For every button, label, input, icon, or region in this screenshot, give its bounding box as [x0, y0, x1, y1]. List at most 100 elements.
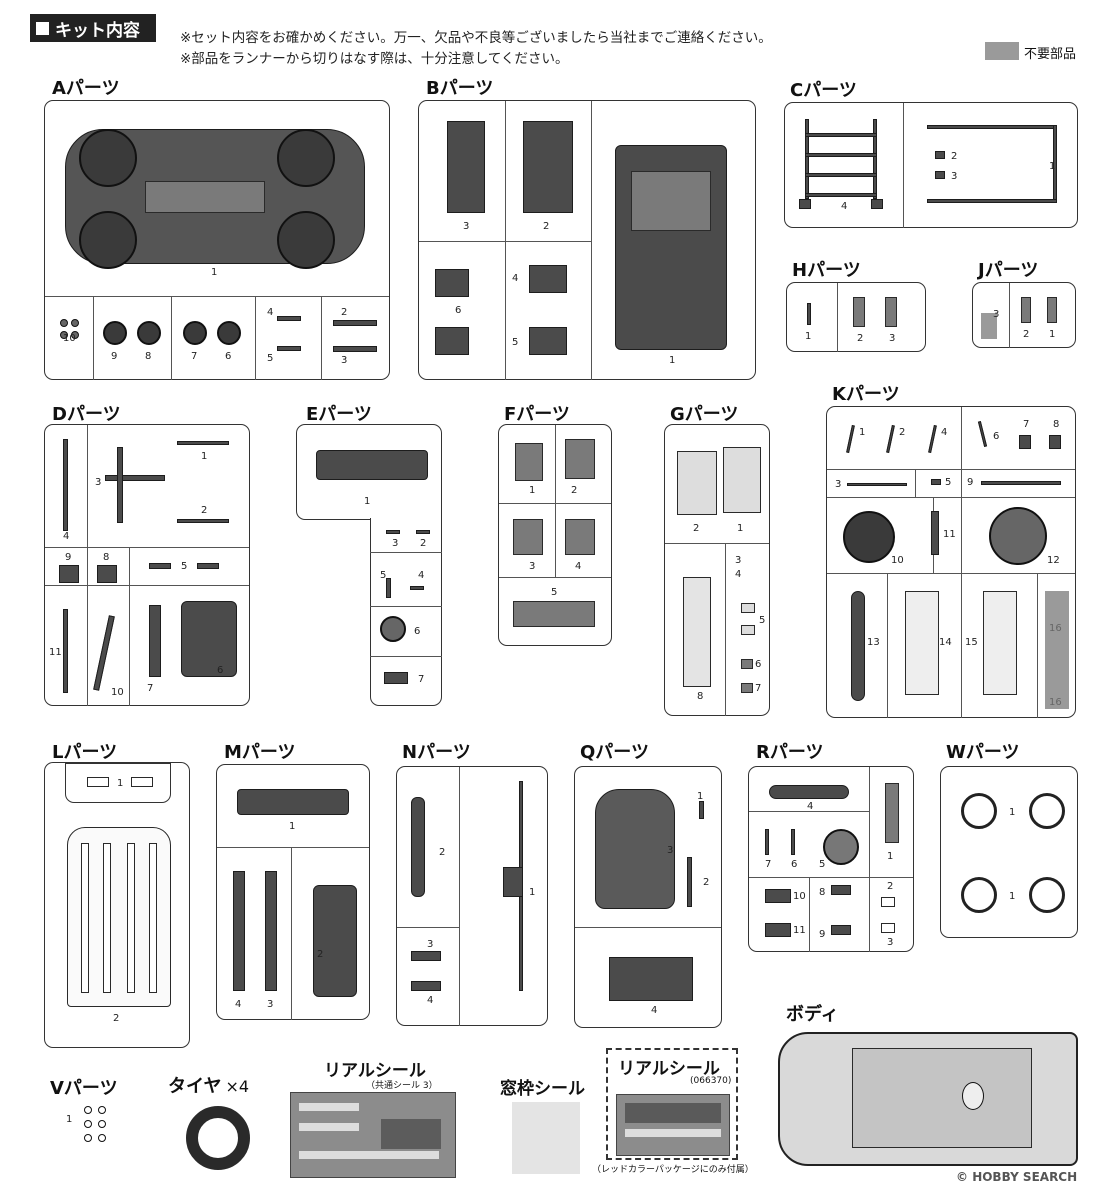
runner-f: 1 2 3 4 5 [498, 424, 612, 646]
r-part-10 [765, 889, 791, 903]
kit-contents-title: キット内容 [30, 14, 156, 42]
b-part-6a [435, 269, 469, 297]
q-num-2: 2 [703, 877, 710, 888]
d-frame-7 [149, 605, 161, 677]
unused-parts-legend: 不要部品 [1024, 47, 1077, 62]
g-num-6: 6 [755, 659, 762, 670]
body-label: ボディ [786, 1004, 839, 1025]
runner-a: 1 10 9 8 7 6 4 5 2 3 [44, 100, 390, 380]
k-num-16a: 16 [1049, 623, 1062, 634]
r-num-3: 3 [887, 937, 894, 948]
d-num-11: 11 [49, 647, 62, 658]
runner-d: 4 3 1 2 9 8 5 11 10 7 6 [44, 424, 250, 706]
r-part-3 [881, 923, 895, 933]
c-num-2: 2 [951, 151, 958, 162]
sticker-red-note: （レッドカラーパッケージにのみ付属） [592, 1165, 754, 1175]
g-num-3: 3 [735, 555, 742, 566]
b-num-4: 4 [512, 273, 519, 284]
a-shock-2 [333, 320, 377, 326]
j-num-3: 3 [993, 309, 1000, 320]
r-grille-4 [769, 785, 849, 799]
m-trim-3 [265, 871, 277, 991]
v-num-1: 1 [66, 1114, 73, 1125]
k-spare-cover-10 [843, 511, 895, 563]
q-hood-3 [595, 789, 675, 909]
k-wiper-6 [977, 421, 988, 447]
n-num-2: 2 [439, 847, 446, 858]
r-num-2: 2 [887, 881, 894, 892]
tire-label-text: タイヤ [168, 1076, 222, 1097]
e-num-1: 1 [364, 496, 371, 507]
a-num-5: 5 [267, 353, 274, 364]
g-num-4: 4 [735, 569, 742, 580]
k-strip-9 [981, 481, 1061, 485]
k-unused-16 [1045, 591, 1069, 709]
sticker-red-code: (066370) [690, 1076, 732, 1086]
runner-k-label: Kパーツ [832, 384, 900, 405]
q-num-4: 4 [651, 1005, 658, 1016]
k-bumper-13 [851, 591, 865, 701]
runner-e-label: Eパーツ [306, 404, 372, 425]
runner-j-label: Jパーツ [978, 260, 1039, 281]
runner-w: 1 1 [940, 766, 1078, 938]
n-num-4: 4 [427, 995, 434, 1006]
b-num-6: 6 [455, 305, 462, 316]
f-panel-1 [515, 443, 543, 481]
d-gearbox-6 [181, 601, 237, 677]
k-num-9: 9 [967, 477, 974, 488]
runner-g-label: Gパーツ [670, 404, 739, 425]
e-num-6: 6 [414, 626, 421, 637]
n-num-3: 3 [427, 939, 434, 950]
e-part-7 [384, 672, 408, 684]
d-rod-1 [177, 441, 229, 445]
f-panel-3 [513, 519, 543, 555]
d-spring-5b [197, 563, 219, 569]
runner-r: 4 7 6 5 1 10 8 2 11 9 3 [748, 766, 914, 952]
k-num-13: 13 [867, 637, 880, 648]
runner-n-label: Nパーツ [402, 742, 471, 763]
r-part-11 [765, 923, 791, 937]
window-sticker-sheet [512, 1102, 580, 1174]
a-num-2: 2 [341, 307, 348, 318]
f-num-3: 3 [529, 561, 536, 572]
m-num-4: 4 [235, 999, 242, 1010]
a-num-1: 1 [211, 267, 218, 278]
d-link-10 [93, 615, 115, 691]
k-num-7: 7 [1023, 419, 1030, 430]
f-num-2: 2 [571, 485, 578, 496]
runner-h: 1 2 3 [786, 282, 926, 352]
e-num-7: 7 [418, 674, 425, 685]
k-part-11 [931, 511, 939, 555]
g-lens-5b [741, 625, 755, 635]
j-part-2 [1021, 297, 1031, 323]
m-bumper-2 [313, 885, 357, 997]
d-num-3: 3 [95, 477, 102, 488]
r-num-10: 10 [793, 891, 806, 902]
g-window-2 [677, 451, 717, 515]
k-num-3: 3 [835, 479, 842, 490]
sticker-red-label: リアルシール [618, 1059, 720, 1079]
l-inner-tab [65, 763, 171, 803]
w-wheel-1b [1029, 793, 1065, 829]
b-num-2: 2 [543, 221, 550, 232]
tire-count: ×4 [225, 1077, 250, 1096]
tire-label: タイヤ×4 [168, 1072, 249, 1098]
d-axle-4 [63, 439, 68, 531]
r-part-7 [765, 829, 769, 855]
k-spare-wheel-12 [989, 507, 1047, 565]
b-seat-3 [447, 121, 485, 213]
k-num-12: 12 [1047, 555, 1060, 566]
q-part-1 [699, 801, 704, 819]
runner-n: 2 1 3 4 [396, 766, 548, 1026]
d-part-9 [59, 565, 79, 583]
d-num-10: 10 [111, 687, 124, 698]
l-num-1: 1 [117, 778, 124, 789]
k-num-6: 6 [993, 431, 1000, 442]
j-part-1 [1047, 297, 1057, 323]
note-cut-carefully: ※部品をランナーから切りはなす際は、十分注意してください。 [180, 51, 569, 67]
a-hub-7 [183, 321, 207, 345]
m-num-2: 2 [317, 949, 324, 960]
e-lever-5 [386, 578, 391, 598]
w-num-1b: 1 [1009, 891, 1016, 902]
k-num-4: 4 [941, 427, 948, 438]
